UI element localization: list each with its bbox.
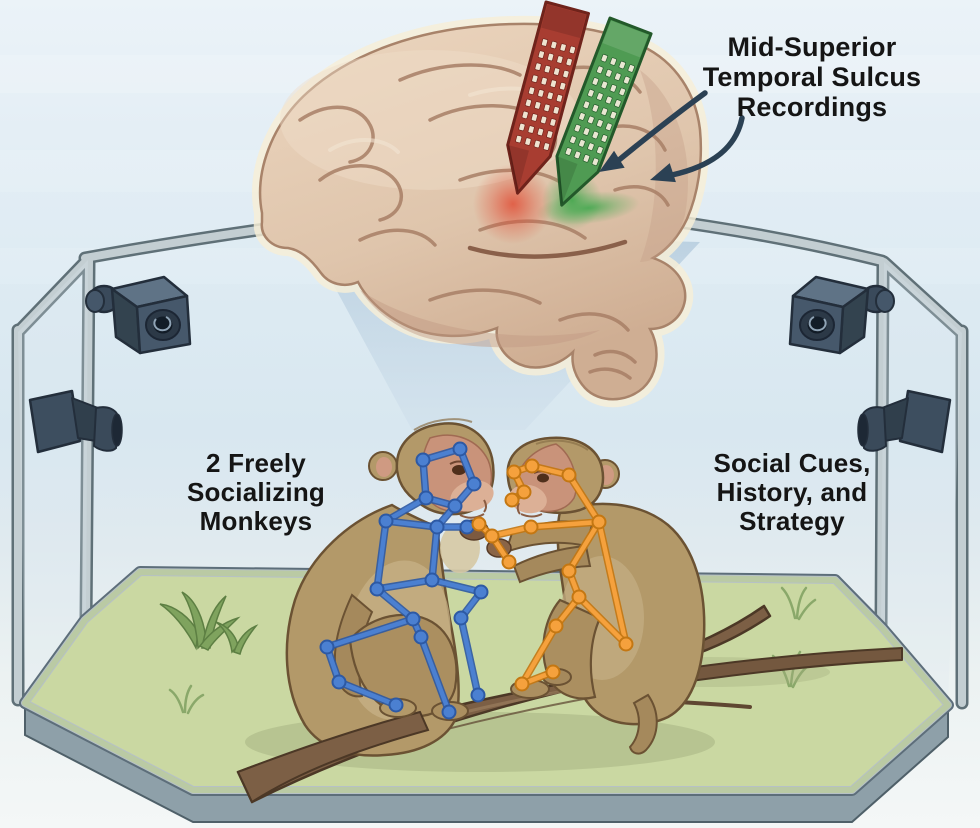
electrode-green	[555, 16, 653, 207]
recording-label-line1: Mid-Superior	[727, 32, 897, 62]
camera-bottom-right	[857, 389, 952, 454]
camera-top-left	[85, 275, 192, 355]
glass-wall-right	[881, 262, 962, 702]
glass-wall-left	[18, 260, 88, 700]
camera-lens	[857, 413, 869, 447]
annotation-arrows	[599, 90, 745, 183]
pose-skeleton-blue	[319, 441, 489, 720]
recording-label-line3: Recordings	[736, 92, 888, 122]
social-label-line1: Social Cues,	[713, 448, 871, 478]
pose-skeleton-orange	[471, 458, 634, 692]
recording-label-line2: Temporal Sulcus	[702, 62, 922, 92]
electrode-contacts	[515, 38, 576, 151]
red-recording-site	[473, 164, 553, 244]
camera-lens	[111, 413, 123, 447]
monkey-right-tail	[628, 693, 658, 755]
camera-bottom-left	[28, 389, 123, 454]
monkeys-label-line2: Socializing	[186, 477, 325, 507]
recording-label: Mid-Superior Temporal Sulcus Recordings	[662, 32, 962, 122]
arrow-to-sts-1	[611, 90, 708, 167]
monkeys-label: 2 Freely Socializing Monkeys	[106, 449, 406, 536]
monkey-left-eye	[452, 465, 466, 475]
electrode-red	[506, 0, 591, 195]
social-label-line3: Strategy	[739, 506, 845, 536]
monkeys-label-line3: Monkeys	[199, 506, 313, 536]
camera-top-right	[788, 275, 895, 355]
superior-temporal-sulcus	[467, 239, 628, 259]
arrow-to-sts-2	[669, 115, 745, 178]
monkeys-label-line1: 2 Freely	[206, 448, 306, 478]
enclosure-floor	[19, 566, 954, 823]
social-label: Social Cues, History, and Strategy	[642, 449, 942, 536]
grass-plants	[159, 591, 259, 655]
brain-illustration	[260, 24, 701, 399]
monkey-right-eye	[537, 473, 549, 483]
electrode-contacts	[564, 53, 635, 167]
social-label-line2: History, and	[716, 477, 868, 507]
